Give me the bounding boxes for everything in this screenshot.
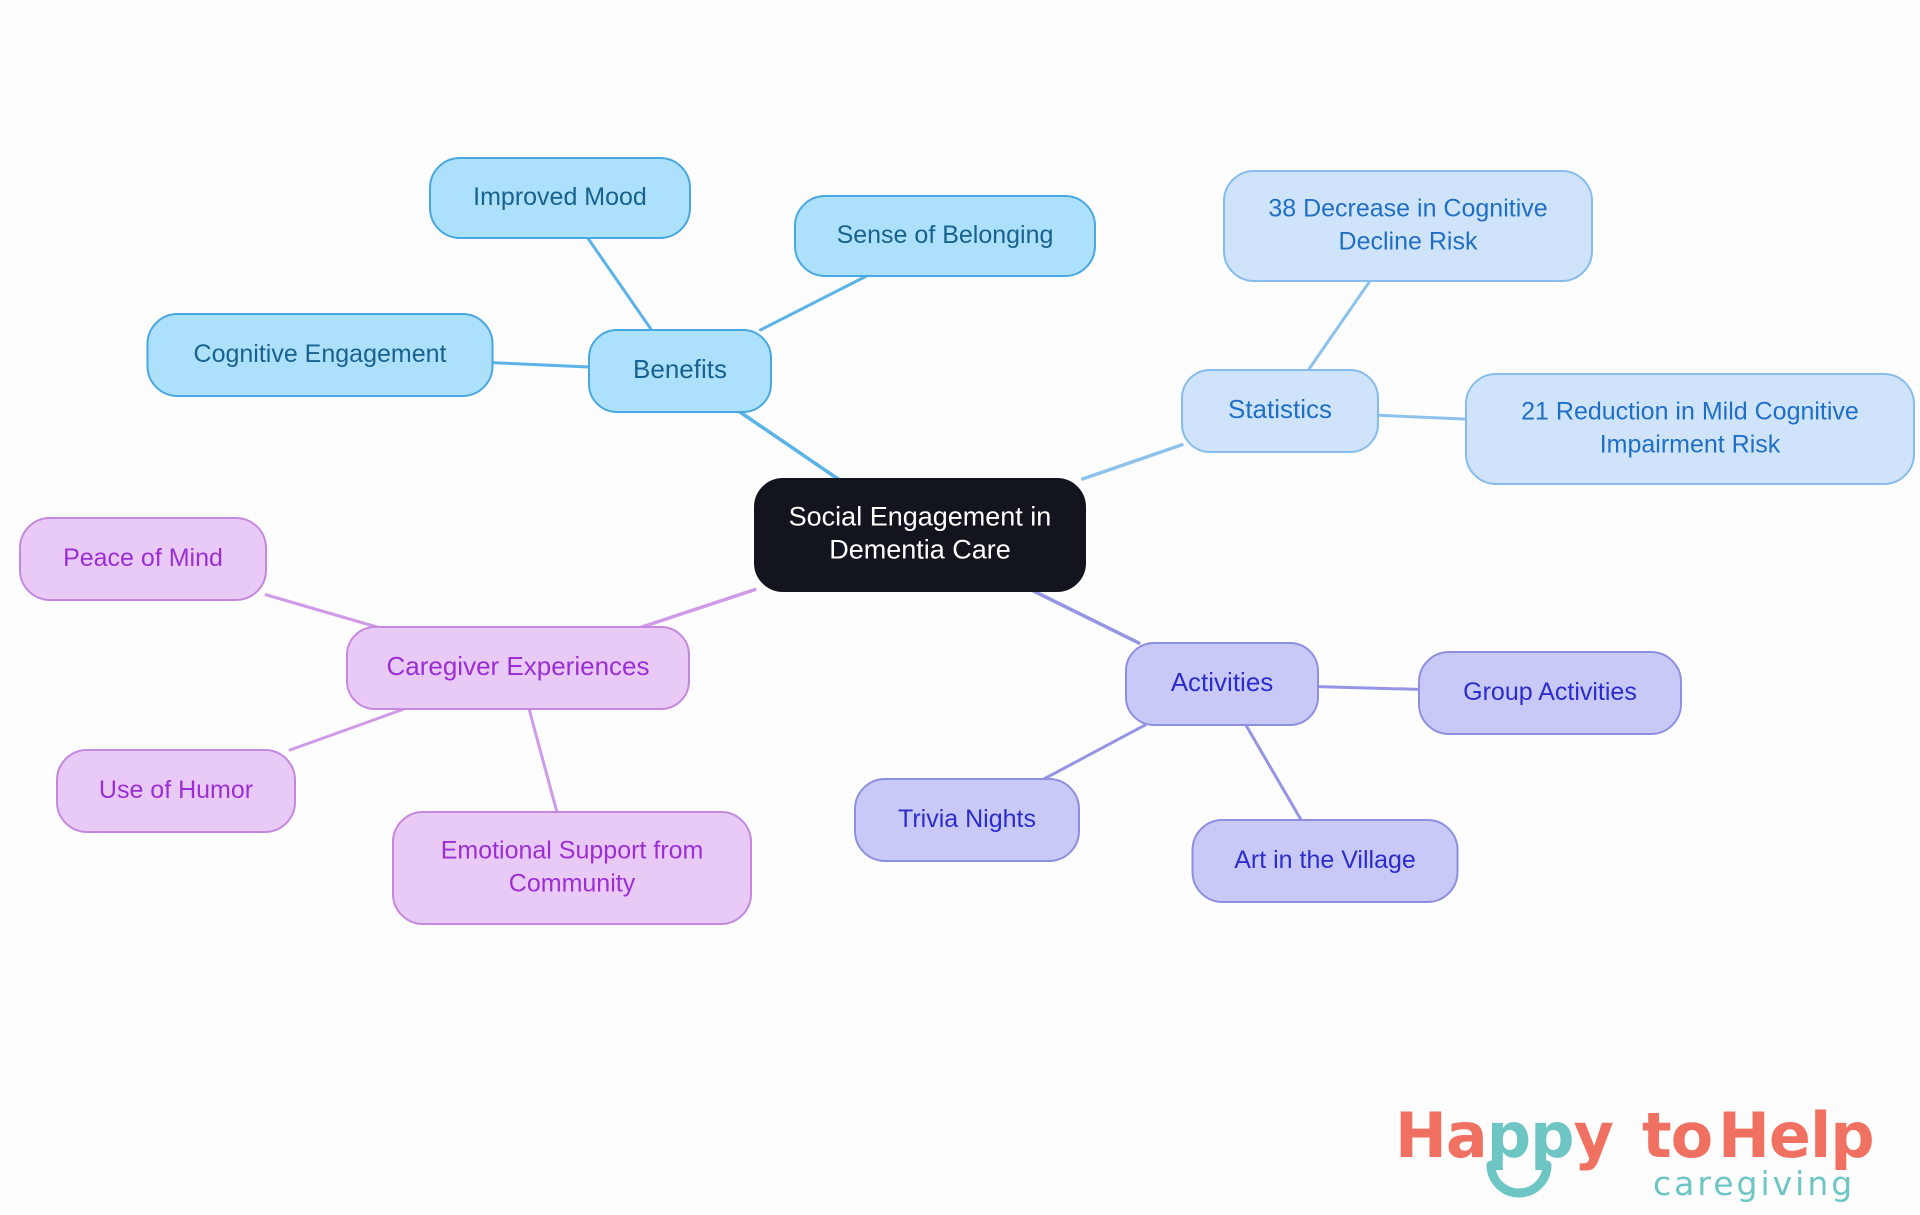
node-shape-reduction-mild-cognitive-impairment — [1465, 373, 1915, 485]
node-shape-art-in-the-village — [1191, 819, 1459, 903]
brand-logo: Happy to Help caregiving — [1395, 1095, 1895, 1205]
node-group-activities[interactable]: Group Activities — [1418, 651, 1682, 735]
node-benefits[interactable]: Benefits — [588, 329, 772, 413]
node-label-art-in-the-village: Art in the Village — [1234, 846, 1416, 874]
connector-activities-to-group-activities — [1316, 685, 1421, 691]
node-sense-of-belonging[interactable]: Sense of Belonging — [794, 195, 1096, 277]
node-shape-caregiver-experiences — [346, 626, 690, 710]
node-art-in-the-village[interactable]: Art in the Village — [1191, 819, 1459, 903]
node-cognitive-engagement[interactable]: Cognitive Engagement — [146, 313, 494, 397]
node-shape-statistics — [1181, 369, 1379, 453]
connector-caregiver-experiences-to-emotional-support-from-community — [527, 707, 559, 814]
connector-root-to-statistics — [1080, 443, 1184, 481]
node-shape-group-activities — [1418, 651, 1682, 735]
node-use-of-humor[interactable]: Use of Humor — [56, 749, 296, 833]
connector-root-to-activities — [1031, 589, 1141, 645]
logo-help-text: Help — [1718, 1099, 1874, 1172]
node-shape-decrease-cognitive-decline — [1223, 170, 1593, 282]
node-label-use-of-humor: Use of Humor — [99, 776, 253, 804]
logo-y-tspan: y — [1574, 1099, 1614, 1172]
logo-ha-tspan: Ha — [1395, 1099, 1487, 1172]
logo-to-text: to — [1642, 1099, 1712, 1172]
node-label-improved-mood: Improved Mood — [473, 183, 647, 211]
logo-tagline-text: caregiving — [1653, 1164, 1855, 1203]
node-shape-benefits — [588, 329, 772, 413]
connector-benefits-to-improved-mood — [586, 236, 654, 332]
connector-benefits-to-sense-of-belonging — [758, 274, 868, 332]
node-shape-sense-of-belonging — [794, 195, 1096, 277]
connector-statistics-to-reduction-mild-cognitive-impairment — [1376, 413, 1468, 421]
node-shape-improved-mood — [429, 157, 691, 239]
node-label-activities: Activities — [1171, 667, 1274, 697]
node-peace-of-mind[interactable]: Peace of Mind — [19, 517, 267, 601]
connector-root-to-benefits — [738, 410, 840, 481]
node-shape-use-of-humor — [56, 749, 296, 833]
connector-benefits-to-cognitive-engagement — [491, 361, 591, 369]
connector-activities-to-art-in-the-village — [1244, 723, 1303, 822]
connector-root-to-caregiver-experiences — [640, 587, 757, 629]
node-shape-peace-of-mind — [19, 517, 267, 601]
node-label-group-activities: Group Activities — [1463, 678, 1637, 706]
connector-activities-to-trivia-nights — [1042, 723, 1147, 781]
smile-arc-icon — [1486, 1160, 1552, 1198]
node-label-trivia-nights: Trivia Nights — [898, 805, 1036, 833]
node-label-cognitive-engagement: Cognitive Engagement — [194, 340, 447, 368]
node-label-caregiver-experiences: Caregiver Experiences — [386, 651, 649, 681]
node-shape-trivia-nights — [854, 778, 1080, 862]
node-improved-mood[interactable]: Improved Mood — [429, 157, 691, 239]
connector-statistics-to-decrease-cognitive-decline — [1306, 279, 1372, 372]
node-label-statistics: Statistics — [1228, 394, 1332, 424]
connector-caregiver-experiences-to-peace-of-mind — [264, 593, 379, 629]
node-statistics[interactable]: Statistics — [1181, 369, 1379, 453]
node-shape-cognitive-engagement — [146, 313, 494, 397]
happy-to-help-logo-svg: Happy to Help caregiving — [1395, 1099, 1875, 1203]
node-activities[interactable]: Activities — [1125, 642, 1319, 726]
node-shape-emotional-support-from-community — [392, 811, 752, 925]
node-shape-activities — [1125, 642, 1319, 726]
node-label-sense-of-belonging: Sense of Belonging — [837, 221, 1054, 249]
connector-caregiver-experiences-to-use-of-humor — [288, 707, 406, 752]
logo-pp-tspan: pp — [1487, 1099, 1574, 1172]
node-label-benefits: Benefits — [633, 354, 727, 384]
node-caregiver-experiences[interactable]: Caregiver Experiences — [346, 626, 690, 710]
edges-layer — [264, 236, 1468, 822]
node-trivia-nights[interactable]: Trivia Nights — [854, 778, 1080, 862]
logo-happy-text: Happy — [1395, 1099, 1614, 1172]
node-shape-root — [754, 478, 1086, 592]
node-label-peace-of-mind: Peace of Mind — [63, 544, 223, 572]
